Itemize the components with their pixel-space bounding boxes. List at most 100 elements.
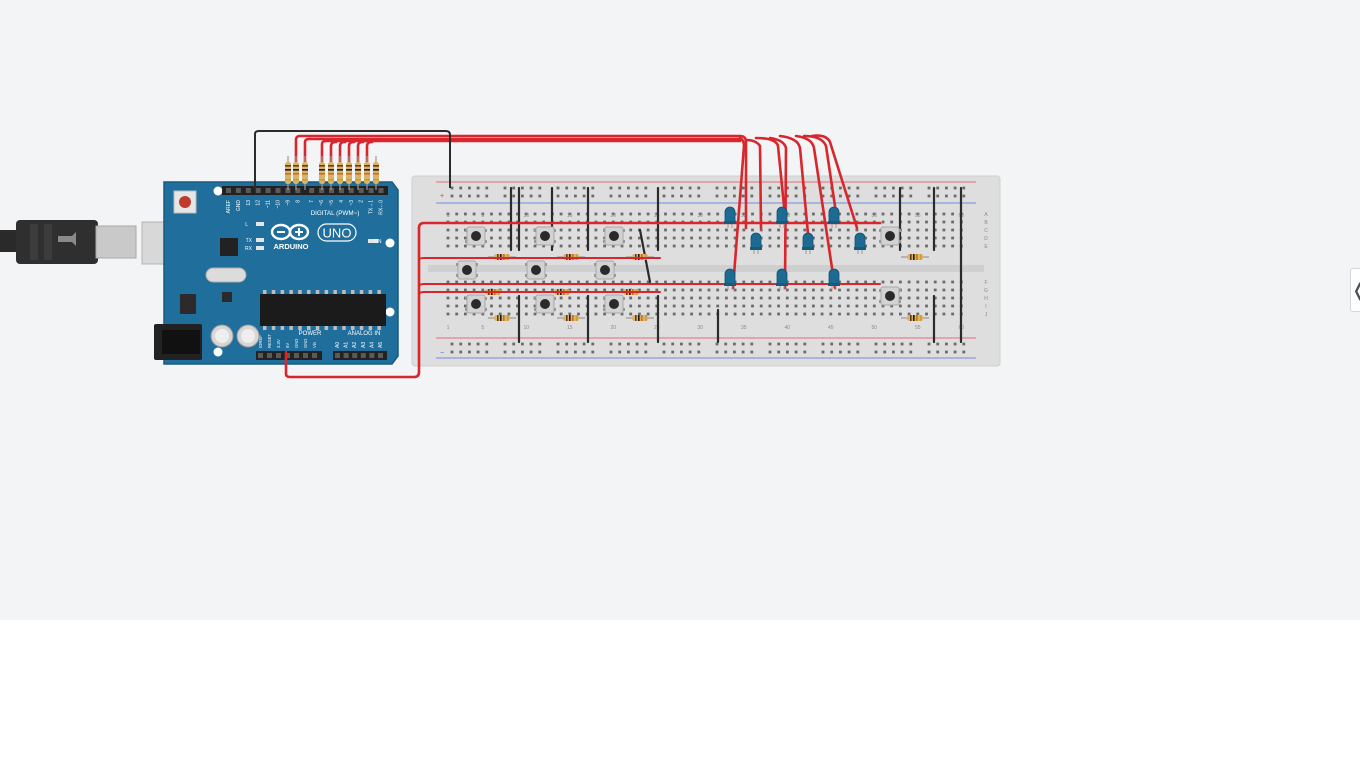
header-pin[interactable]: [348, 188, 354, 193]
breadboard-hole[interactable]: [742, 244, 746, 248]
led[interactable]: [776, 206, 788, 228]
breadboard-hole[interactable]: [568, 296, 572, 300]
breadboard-hole[interactable]: [498, 212, 502, 216]
breadboard-hole[interactable]: [829, 312, 833, 316]
breadboard-hole[interactable]: [490, 212, 493, 216]
breadboard-hole[interactable]: [951, 228, 954, 232]
rail-hole[interactable]: [468, 350, 471, 354]
breadboard-hole[interactable]: [951, 244, 954, 248]
rail-hole[interactable]: [459, 342, 463, 346]
breadboard-hole[interactable]: [785, 228, 789, 232]
breadboard-hole[interactable]: [542, 212, 546, 216]
breadboard-hole[interactable]: [455, 244, 459, 248]
breadboard-hole[interactable]: [611, 312, 615, 316]
resistor[interactable]: [626, 315, 654, 321]
breadboard-hole[interactable]: [551, 312, 554, 316]
led[interactable]: [802, 232, 814, 254]
rail-hole[interactable]: [768, 350, 772, 354]
breadboard-hole[interactable]: [933, 304, 937, 308]
rail-hole[interactable]: [927, 350, 931, 354]
rail-hole[interactable]: [733, 194, 736, 198]
header-pin[interactable]: [338, 188, 344, 193]
breadboard-hole[interactable]: [629, 312, 633, 316]
breadboard-hole[interactable]: [577, 212, 580, 216]
rail-hole[interactable]: [644, 186, 648, 190]
rail-hole[interactable]: [574, 194, 577, 198]
rail-hole[interactable]: [953, 350, 957, 354]
breadboard-hole[interactable]: [646, 288, 650, 292]
rail-hole[interactable]: [936, 186, 940, 190]
breadboard-hole[interactable]: [551, 280, 554, 284]
breadboard-hole[interactable]: [751, 304, 754, 308]
rail-hole[interactable]: [794, 342, 798, 346]
breadboard-hole[interactable]: [916, 244, 920, 248]
header-pin[interactable]: [235, 188, 241, 193]
rail-hole[interactable]: [662, 350, 666, 354]
rail-hole[interactable]: [644, 342, 648, 346]
breadboard-hole[interactable]: [533, 288, 537, 292]
breadboard-hole[interactable]: [872, 312, 876, 316]
breadboard-hole[interactable]: [838, 228, 841, 232]
rail-hole[interactable]: [830, 350, 834, 354]
breadboard-hole[interactable]: [899, 280, 902, 284]
rail-hole[interactable]: [874, 342, 878, 346]
breadboard-hole[interactable]: [707, 212, 711, 216]
breadboard-hole[interactable]: [794, 304, 798, 308]
analog-pin[interactable]: [343, 353, 349, 358]
breadboard-hole[interactable]: [472, 312, 476, 316]
rail-hole[interactable]: [741, 194, 745, 198]
breadboard-hole[interactable]: [751, 280, 754, 284]
breadboard-hole[interactable]: [716, 236, 720, 240]
breadboard-hole[interactable]: [707, 280, 711, 284]
breadboard-hole[interactable]: [864, 288, 867, 292]
header-pin[interactable]: [265, 188, 271, 193]
rail-hole[interactable]: [697, 342, 701, 346]
power-pin[interactable]: [303, 353, 308, 358]
rail-hole[interactable]: [900, 194, 904, 198]
rail-hole[interactable]: [786, 342, 789, 346]
rail-hole[interactable]: [794, 350, 798, 354]
breadboard-hole[interactable]: [820, 296, 824, 300]
breadboard-hole[interactable]: [516, 312, 519, 316]
breadboard-hole[interactable]: [820, 304, 824, 308]
breadboard-hole[interactable]: [620, 312, 624, 316]
breadboard-hole[interactable]: [594, 288, 598, 292]
rail-hole[interactable]: [503, 186, 507, 190]
breadboard-hole[interactable]: [751, 312, 754, 316]
rail-hole[interactable]: [786, 194, 789, 198]
header-pin[interactable]: [255, 188, 261, 193]
rail-hole[interactable]: [459, 186, 463, 190]
rail-hole[interactable]: [618, 194, 622, 198]
breadboard-hole[interactable]: [759, 228, 763, 232]
breadboard-hole[interactable]: [446, 212, 450, 216]
push-button[interactable]: [603, 294, 625, 314]
breadboard-hole[interactable]: [794, 296, 798, 300]
rail-hole[interactable]: [883, 194, 887, 198]
breadboard-hole[interactable]: [681, 228, 685, 232]
breadboard-hole[interactable]: [951, 280, 954, 284]
breadboard-hole[interactable]: [925, 296, 928, 300]
breadboard-hole[interactable]: [916, 288, 920, 292]
breadboard-hole[interactable]: [603, 244, 606, 248]
rail-hole[interactable]: [786, 350, 789, 354]
rail-hole[interactable]: [688, 342, 692, 346]
breadboard-hole[interactable]: [655, 212, 659, 216]
breadboard-hole[interactable]: [829, 296, 833, 300]
breadboard-hole[interactable]: [672, 296, 676, 300]
breadboard-hole[interactable]: [951, 212, 954, 216]
breadboard-hole[interactable]: [742, 212, 746, 216]
breadboard-hole[interactable]: [785, 304, 789, 308]
breadboard-hole[interactable]: [890, 280, 894, 284]
breadboard-hole[interactable]: [672, 228, 676, 232]
rail-hole[interactable]: [627, 350, 630, 354]
breadboard-hole[interactable]: [611, 244, 615, 248]
breadboard-hole[interactable]: [812, 280, 815, 284]
rail-hole[interactable]: [476, 350, 480, 354]
rail-hole[interactable]: [635, 350, 639, 354]
rail-hole[interactable]: [803, 342, 807, 346]
breadboard-hole[interactable]: [542, 312, 546, 316]
rail-hole[interactable]: [927, 194, 931, 198]
rail-hole[interactable]: [565, 186, 569, 190]
breadboard-hole[interactable]: [629, 304, 633, 308]
breadboard-hole[interactable]: [690, 296, 693, 300]
